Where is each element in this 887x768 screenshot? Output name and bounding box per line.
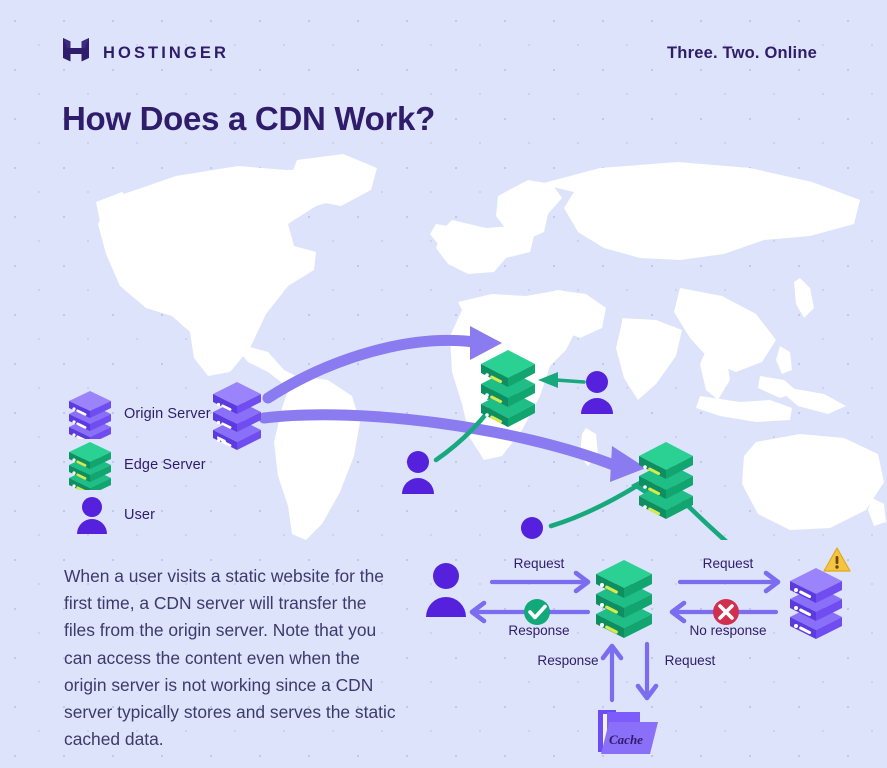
legend: Origin Server xyxy=(66,388,211,540)
warning-triangle-icon xyxy=(823,547,851,572)
legend-item-user: User xyxy=(66,490,211,540)
flow-arrow-request-right xyxy=(677,570,781,594)
map-user-africa xyxy=(402,451,434,494)
flow-label-response-left: Response xyxy=(508,623,569,638)
legend-item-origin-server: Origin Server xyxy=(66,388,211,440)
check-circle-icon xyxy=(524,599,550,625)
flow-label-request-cache: Request xyxy=(665,653,716,668)
flow-user-icon xyxy=(426,563,466,617)
edge-server-icon xyxy=(66,440,118,490)
distribution-arrows xyxy=(258,326,646,482)
map-edge-server-eu xyxy=(481,350,535,427)
flow-arrow-request-cache xyxy=(635,641,659,701)
flow-edge-server-icon xyxy=(596,560,652,638)
user-icon xyxy=(66,496,118,534)
map-user-india xyxy=(521,517,543,539)
flow-arrow-request-left xyxy=(489,570,591,594)
flow-label-request-left: Request xyxy=(514,556,565,571)
flow-label-request-right: Request xyxy=(703,556,754,571)
description-paragraph: When a user visits a static website for … xyxy=(64,566,396,750)
flow-label-no-response-right: No response xyxy=(689,623,766,638)
brand-lockup: HOSTINGER xyxy=(62,36,229,71)
cdn-flow-diagram: Request Response xyxy=(404,540,887,768)
x-circle-icon xyxy=(713,599,739,625)
legend-label-user: User xyxy=(124,507,156,523)
world-map xyxy=(0,150,887,540)
legend-label-edge-server: Edge Server xyxy=(124,457,206,473)
flow-origin-server-icon xyxy=(790,568,842,639)
brand-tagline: Three. Two. Online xyxy=(667,44,817,62)
hostinger-h-logo-icon xyxy=(62,36,90,71)
origin-server-icon xyxy=(66,389,118,439)
legend-label-origin-server: Origin Server xyxy=(124,406,211,422)
brand-name: HOSTINGER xyxy=(103,44,229,62)
map-edge-server-asia xyxy=(639,442,693,519)
map-origin-server xyxy=(213,382,261,450)
flow-label-response-cache: Response xyxy=(537,653,598,668)
page-title: How Does a CDN Work? xyxy=(62,100,435,137)
cache-folder-label: Cache xyxy=(609,732,643,747)
cache-folder-icon: Cache xyxy=(598,710,658,754)
map-user-eu xyxy=(581,371,613,414)
flow-arrow-response-cache xyxy=(600,643,624,703)
legend-item-edge-server: Edge Server xyxy=(66,440,211,490)
